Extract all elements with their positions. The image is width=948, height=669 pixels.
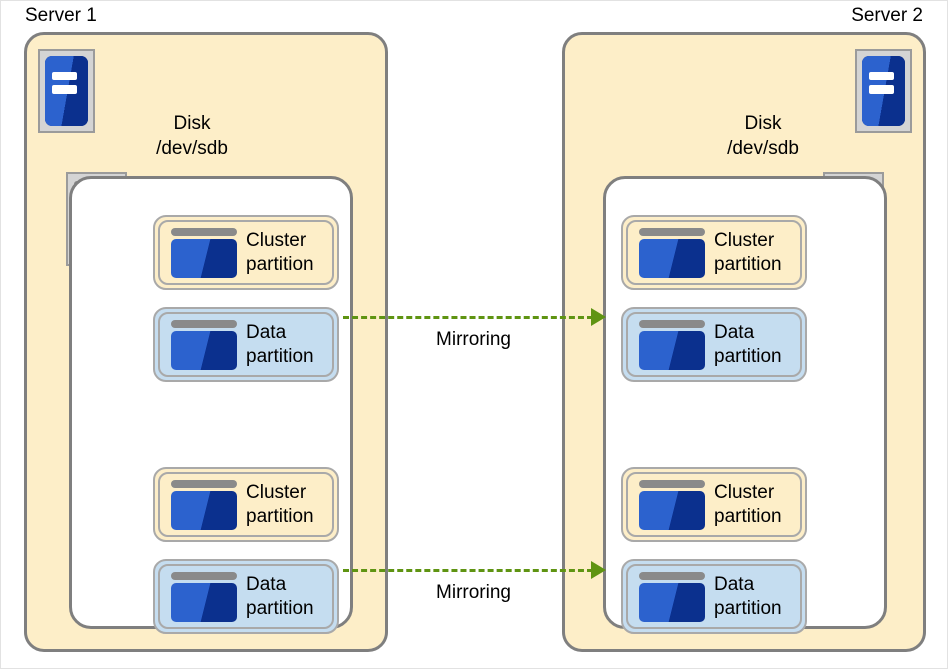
- partition-label-line1: Data: [714, 573, 755, 595]
- partition-label-line2: partition: [714, 345, 782, 367]
- partition-inner: Cluster partition: [626, 472, 802, 537]
- partition-icon-face: [639, 582, 705, 622]
- partition-label-line2: partition: [246, 345, 314, 367]
- partition-inner: Cluster partition: [626, 220, 802, 285]
- disk-label-line2: /dev/sdb: [727, 138, 799, 159]
- disk-box-server-1: Cluster partition Data partition: [69, 176, 353, 634]
- partition-icon: [171, 319, 237, 370]
- partition-icon-cap: [639, 571, 705, 580]
- partition-icon: [171, 571, 237, 622]
- partition-label: Cluster partition: [246, 481, 314, 529]
- server-icon: [855, 49, 912, 133]
- partition-label-line1: Data: [246, 573, 287, 595]
- partition-cluster[interactable]: Cluster partition: [621, 467, 807, 542]
- partition-icon-face: [639, 490, 705, 530]
- partition-label-line1: Cluster: [246, 481, 307, 503]
- partition-label-line2: partition: [246, 253, 314, 275]
- partition-inner: Cluster partition: [158, 472, 334, 537]
- partition-inner: Cluster partition: [158, 220, 334, 285]
- partition-icon-cap: [171, 479, 237, 488]
- partition-icon: [639, 319, 705, 370]
- server-icon-bar-bottom: [52, 85, 78, 94]
- partition-icon-cap: [171, 227, 237, 236]
- disk-box-server-2: Cluster partition Data partition: [603, 176, 887, 634]
- partition-label-line2: partition: [714, 253, 782, 275]
- partition-icon: [639, 227, 705, 278]
- partition-icon-cap: [639, 319, 705, 328]
- mirroring-arrowhead-top: [591, 308, 606, 326]
- server-icon-bar-top: [869, 72, 895, 81]
- partition-cluster[interactable]: Cluster partition: [153, 467, 339, 542]
- partition-icon-cap: [639, 479, 705, 488]
- partition-icon-face: [171, 490, 237, 530]
- partition-data[interactable]: Data partition: [153, 307, 339, 382]
- partition-icon-face: [171, 330, 237, 370]
- mirroring-label-top: Mirroring: [436, 329, 511, 350]
- partition-label-line2: partition: [246, 597, 314, 619]
- server-1-box: Disk /dev/sdb Cluste: [24, 32, 388, 652]
- partition-inner: Data partition: [626, 312, 802, 377]
- disk-label-line1: Disk: [173, 113, 211, 134]
- partition-icon-face: [171, 238, 237, 278]
- partition-label: Data partition: [246, 321, 314, 369]
- partition-icon: [171, 227, 237, 278]
- partition-icon-cap: [171, 571, 237, 580]
- partition-icon: [639, 571, 705, 622]
- partition-label-line2: partition: [246, 505, 314, 527]
- server-2-box: Disk /dev/sdb Cluste: [562, 32, 926, 652]
- partition-label-line2: partition: [714, 597, 782, 619]
- partition-data[interactable]: Data partition: [153, 559, 339, 634]
- partition-data[interactable]: Data partition: [621, 307, 807, 382]
- server-icon-bar-bottom: [869, 85, 895, 94]
- partition-icon-cap: [171, 319, 237, 328]
- partition-label: Cluster partition: [246, 229, 314, 277]
- partition-label: Cluster partition: [714, 229, 782, 277]
- disk-label-line2: /dev/sdb: [156, 138, 228, 159]
- partition-label: Data partition: [714, 573, 782, 621]
- partition-icon: [639, 479, 705, 530]
- server-icon: [38, 49, 95, 133]
- mirroring-line-bottom: [343, 569, 593, 572]
- server-2-label: Server 2: [851, 5, 923, 26]
- partition-inner: Data partition: [158, 312, 334, 377]
- disk-label-server-2: Disk /dev/sdb: [693, 111, 833, 161]
- partition-icon-face: [171, 582, 237, 622]
- partition-label-line1: Cluster: [714, 481, 775, 503]
- partition-label-line1: Cluster: [246, 229, 307, 251]
- partition-label-line1: Cluster: [714, 229, 775, 251]
- partition-cluster[interactable]: Cluster partition: [153, 215, 339, 290]
- partition-icon-cap: [639, 227, 705, 236]
- partition-label-line1: Data: [714, 321, 755, 343]
- partition-label-line2: partition: [714, 505, 782, 527]
- server-icon-body: [862, 56, 905, 126]
- partition-icon-face: [639, 330, 705, 370]
- partition-icon: [171, 479, 237, 530]
- partition-label: Cluster partition: [714, 481, 782, 529]
- partition-inner: Data partition: [158, 564, 334, 629]
- mirroring-label-bottom: Mirroring: [436, 582, 511, 603]
- disk-label-server-1: Disk /dev/sdb: [122, 111, 262, 161]
- server-1-label: Server 1: [25, 5, 97, 26]
- partition-label: Data partition: [714, 321, 782, 369]
- partition-icon-face: [639, 238, 705, 278]
- partition-label-line1: Data: [246, 321, 287, 343]
- partition-inner: Data partition: [626, 564, 802, 629]
- mirroring-arrowhead-bottom: [591, 561, 606, 579]
- partition-cluster[interactable]: Cluster partition: [621, 215, 807, 290]
- mirroring-line-top: [343, 316, 593, 319]
- server-icon-body: [45, 56, 88, 126]
- server-icon-bar-top: [52, 72, 78, 81]
- partition-data[interactable]: Data partition: [621, 559, 807, 634]
- partition-label: Data partition: [246, 573, 314, 621]
- disk-label-line1: Disk: [744, 113, 782, 134]
